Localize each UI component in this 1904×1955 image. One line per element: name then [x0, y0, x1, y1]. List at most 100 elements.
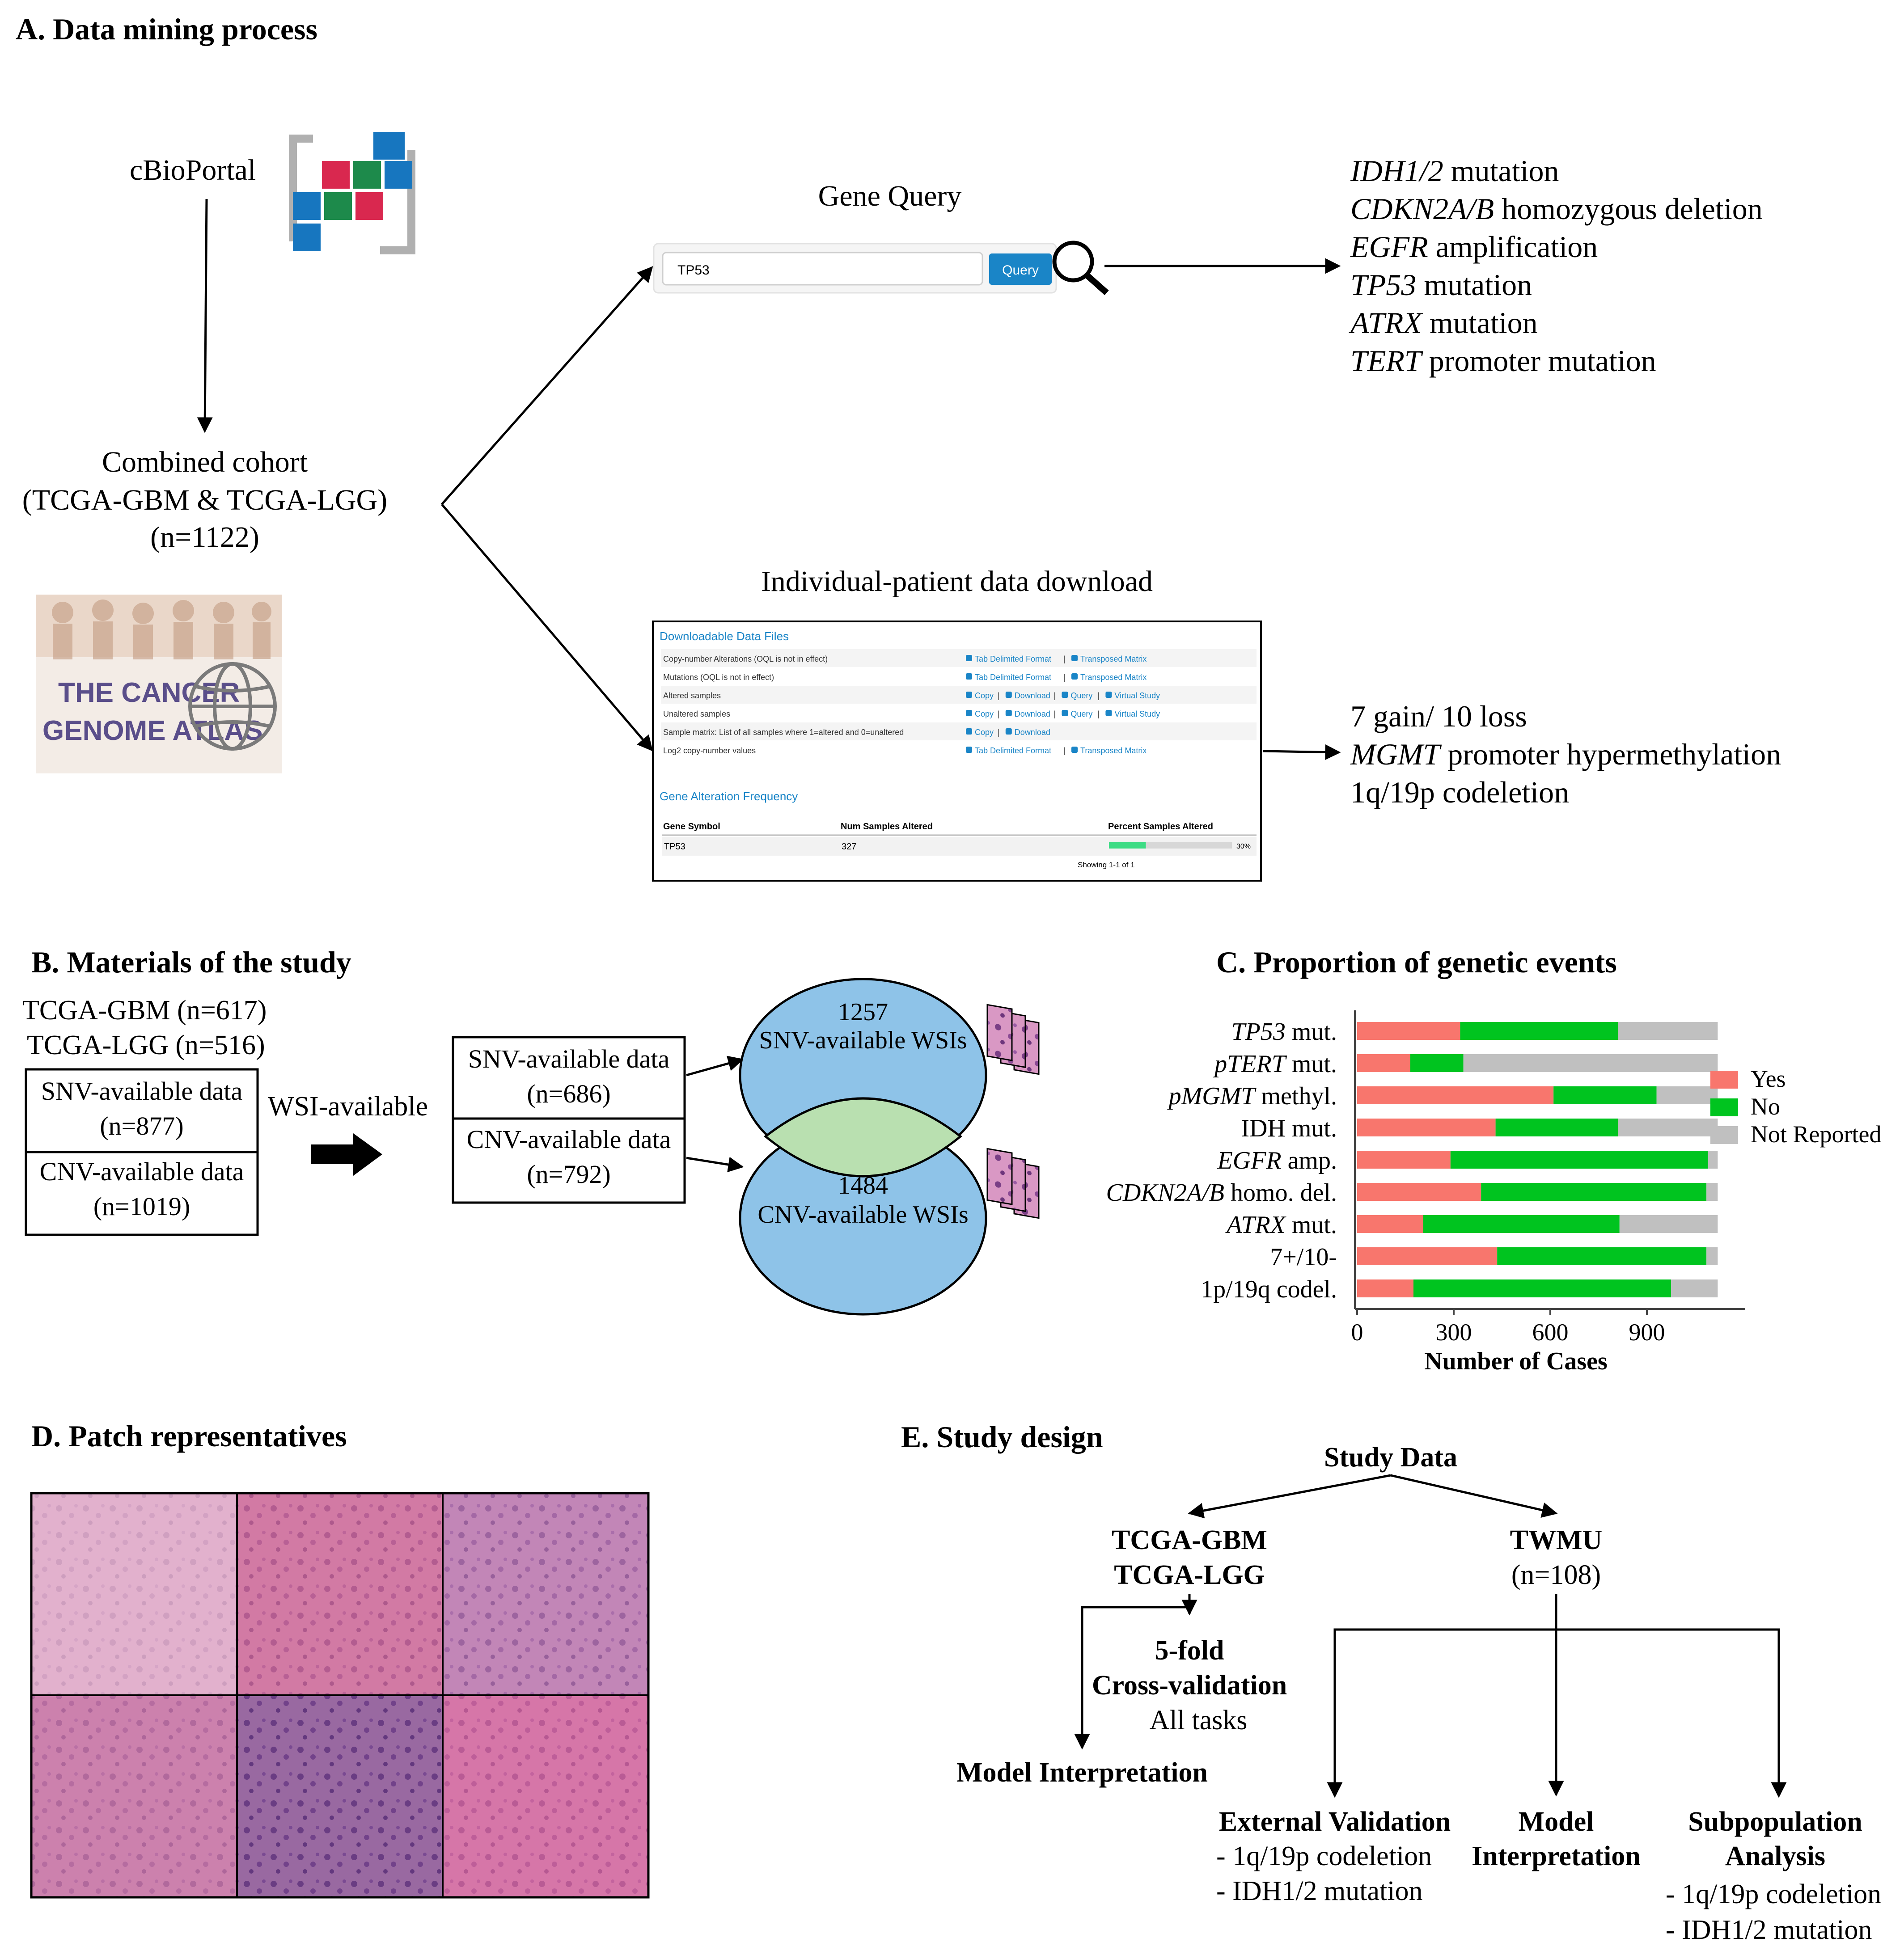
- panel-b-title: B. Materials of the study: [31, 945, 351, 979]
- download-title: Individual-patient data download: [761, 565, 1153, 598]
- link-icon: [966, 673, 972, 680]
- download-link[interactable]: Copy: [975, 728, 994, 737]
- external-validation-item-2: - IDH1/2 mutation: [1216, 1876, 1423, 1906]
- snv-to-venn-arrow: [686, 1056, 744, 1077]
- wsi-available-label: WSI-available: [268, 1091, 428, 1122]
- query-result-2: CDKN2A/B homozygous deletion: [1350, 192, 1763, 226]
- external-validation-title: External Validation: [1219, 1807, 1451, 1837]
- cohort-line-2: (TCGA-GBM & TCGA-LGG): [22, 484, 387, 516]
- cv-line-1: 5-fold: [1155, 1635, 1224, 1666]
- col-header-percent[interactable]: Percent Samples Altered: [1108, 822, 1213, 832]
- external-validation-item-1: - 1q/19p codeletion: [1216, 1841, 1432, 1871]
- study-data-label: Study Data: [1324, 1442, 1457, 1473]
- download-link[interactable]: Copy: [975, 709, 994, 718]
- download-link[interactable]: Transposed Matrix: [1080, 746, 1147, 755]
- download-link[interactable]: Query: [1070, 691, 1092, 700]
- table-cell-gene[interactable]: TP53: [664, 842, 685, 852]
- bar-yes: [1357, 1183, 1481, 1201]
- x-axis-label: Number of Cases: [1424, 1347, 1608, 1375]
- legend-entry: Not Reported: [1751, 1121, 1881, 1148]
- download-row-label: Log2 copy-number values: [663, 746, 756, 755]
- download-link[interactable]: Tab Delimited Format: [975, 673, 1051, 682]
- tcga-logo-line-1: THE CANCER: [58, 677, 240, 708]
- showing-count: Showing 1-1 of 1: [1078, 861, 1135, 869]
- bar-no: [1460, 1022, 1618, 1040]
- link-icon: [966, 692, 972, 698]
- link-icon: [966, 655, 972, 661]
- link-separator: |: [1054, 709, 1056, 718]
- query-result-4: TP53 mutation: [1350, 268, 1532, 302]
- x-tick-label: 600: [1532, 1319, 1569, 1346]
- bar-no: [1495, 1119, 1618, 1136]
- gene-alteration-frequency-title: Gene Alteration Frequency: [660, 790, 798, 803]
- cnv-box2-line-2: (n=792): [527, 1160, 610, 1189]
- panel-e-title: E. Study design: [901, 1420, 1103, 1454]
- bar-not-reported: [1619, 1215, 1718, 1233]
- bar-not-reported: [1463, 1054, 1718, 1072]
- bar-not-reported: [1618, 1022, 1718, 1040]
- download-widget: Downloadable Data Files Copy-number Alte…: [652, 621, 1262, 882]
- x-tick-label: 300: [1436, 1319, 1472, 1346]
- bar-not-reported: [1706, 1247, 1718, 1265]
- query-result-6: TERT promoter mutation: [1350, 344, 1656, 378]
- link-icon: [1005, 710, 1012, 716]
- legend-swatch: [1710, 1126, 1738, 1144]
- category-label: pTERT mut.: [1213, 1050, 1337, 1078]
- legend-swatch: [1710, 1071, 1738, 1089]
- cnv-box-line-2: (n=1019): [93, 1192, 190, 1221]
- venn-diagram: 1257 SNV-available WSIs 1484 CNV-availab…: [739, 978, 1040, 1316]
- cnv-box2-line-1: CNV-available data: [467, 1125, 671, 1154]
- tcga-node-line-2: TCGA-LGG: [1114, 1560, 1265, 1590]
- panel-d-title: D. Patch representatives: [31, 1419, 347, 1453]
- download-results-list: 7 gain/ 10 loss MGMT promoter hypermethy…: [1350, 699, 1781, 809]
- bar-not-reported: [1618, 1119, 1718, 1136]
- download-result-2: MGMT promoter hypermethylation: [1350, 737, 1781, 771]
- link-icon: [1005, 728, 1012, 735]
- category-label: 7+/10-: [1270, 1243, 1337, 1271]
- download-link[interactable]: Transposed Matrix: [1080, 654, 1147, 663]
- block-arrow-icon: [311, 1133, 382, 1176]
- download-link[interactable]: Copy: [975, 691, 994, 700]
- download-link[interactable]: Virtual Study: [1114, 691, 1160, 700]
- downloadable-files-title: Downloadable Data Files: [660, 629, 789, 643]
- link-icon: [966, 747, 972, 753]
- download-link[interactable]: Tab Delimited Format: [975, 746, 1051, 755]
- category-label: TP53 mut.: [1231, 1018, 1337, 1046]
- download-row-label: Mutations (OQL is not in effect): [663, 673, 774, 682]
- snv-box-line-2: (n=877): [100, 1111, 183, 1140]
- download-link[interactable]: Virtual Study: [1114, 709, 1160, 718]
- download-link[interactable]: Tab Delimited Format: [975, 654, 1051, 663]
- query-result-1: IDH1/2 mutation: [1350, 154, 1559, 188]
- bar-no: [1423, 1215, 1620, 1233]
- query-button[interactable]: Query: [1002, 263, 1039, 278]
- link-icon: [1105, 692, 1112, 698]
- category-label: pMGMT methyl.: [1167, 1082, 1337, 1110]
- snv-wsi-label: SNV-available WSIs: [759, 1026, 967, 1054]
- link-icon: [1105, 710, 1112, 716]
- download-link[interactable]: Download: [1015, 728, 1050, 737]
- cv-line-3: All tasks: [1150, 1705, 1248, 1735]
- link-icon: [1071, 747, 1078, 753]
- twmu-node-line-2: (n=108): [1511, 1560, 1601, 1590]
- venn-overlap: [763, 1097, 963, 1178]
- bar-no: [1410, 1054, 1464, 1072]
- cv-line-2: Cross-validation: [1092, 1670, 1287, 1701]
- model-interpretation-left: Model Interpretation: [956, 1757, 1208, 1788]
- download-rows: Copy-number Alterations (OQL is not in e…: [661, 649, 1257, 755]
- gene-query-input-value[interactable]: TP53: [677, 263, 710, 278]
- query-result-3: EGFR amplification: [1350, 230, 1598, 264]
- gene-query-input-box[interactable]: [662, 252, 983, 286]
- download-link[interactable]: Download: [1015, 709, 1050, 718]
- download-link[interactable]: Download: [1015, 691, 1050, 700]
- download-link[interactable]: Query: [1070, 709, 1092, 718]
- tcga-logo: THE CANCER GENOME ATLAS: [36, 595, 282, 773]
- category-label: CDKN2A/B homo. del.: [1106, 1179, 1337, 1207]
- query-button-bg[interactable]: [989, 253, 1052, 285]
- bar-yes: [1357, 1215, 1423, 1233]
- col-header-num-samples: Num Samples Altered: [841, 822, 933, 832]
- x-tick-label: 900: [1629, 1319, 1665, 1346]
- download-link[interactable]: Transposed Matrix: [1080, 673, 1147, 682]
- legend-entry: Yes: [1751, 1065, 1786, 1092]
- snv-box2-line-2: (n=686): [527, 1079, 610, 1108]
